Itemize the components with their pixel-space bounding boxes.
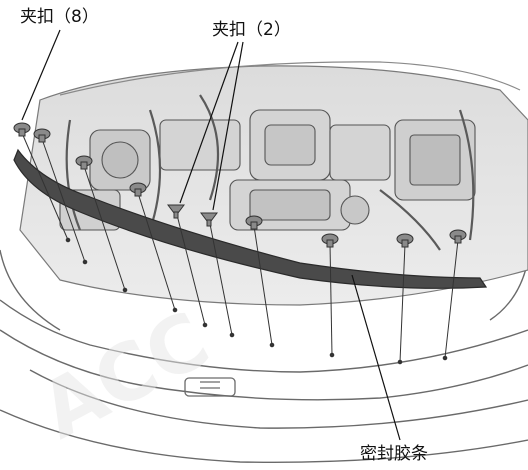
seal-strip bbox=[13, 148, 488, 289]
clip-8-5 bbox=[245, 215, 263, 230]
clip-8-8 bbox=[449, 229, 467, 244]
clip-type-8-group bbox=[13, 122, 467, 248]
callout-clips-2: 夹扣（2） bbox=[212, 20, 291, 40]
callout-clips-8: 夹扣（8） bbox=[20, 7, 99, 27]
clip-2-2 bbox=[200, 212, 218, 227]
front-grille bbox=[184, 377, 236, 397]
watermark: ACC bbox=[27, 295, 224, 457]
callout-leaders bbox=[21, 29, 401, 441]
clip-mount-lines bbox=[21, 132, 459, 365]
callout-seal-strip: 密封胶条 bbox=[360, 444, 428, 464]
clip-2-1 bbox=[167, 204, 185, 219]
clip-type-2-group bbox=[167, 204, 218, 227]
engine-hoses bbox=[65, 94, 475, 251]
clip-8-2 bbox=[33, 128, 51, 143]
clip-8-6 bbox=[321, 233, 339, 248]
clip-8-1 bbox=[13, 122, 31, 137]
clip-8-7 bbox=[396, 233, 414, 248]
engine-components bbox=[59, 109, 476, 231]
clip-8-3 bbox=[75, 155, 93, 170]
clip-8-4 bbox=[129, 182, 147, 197]
